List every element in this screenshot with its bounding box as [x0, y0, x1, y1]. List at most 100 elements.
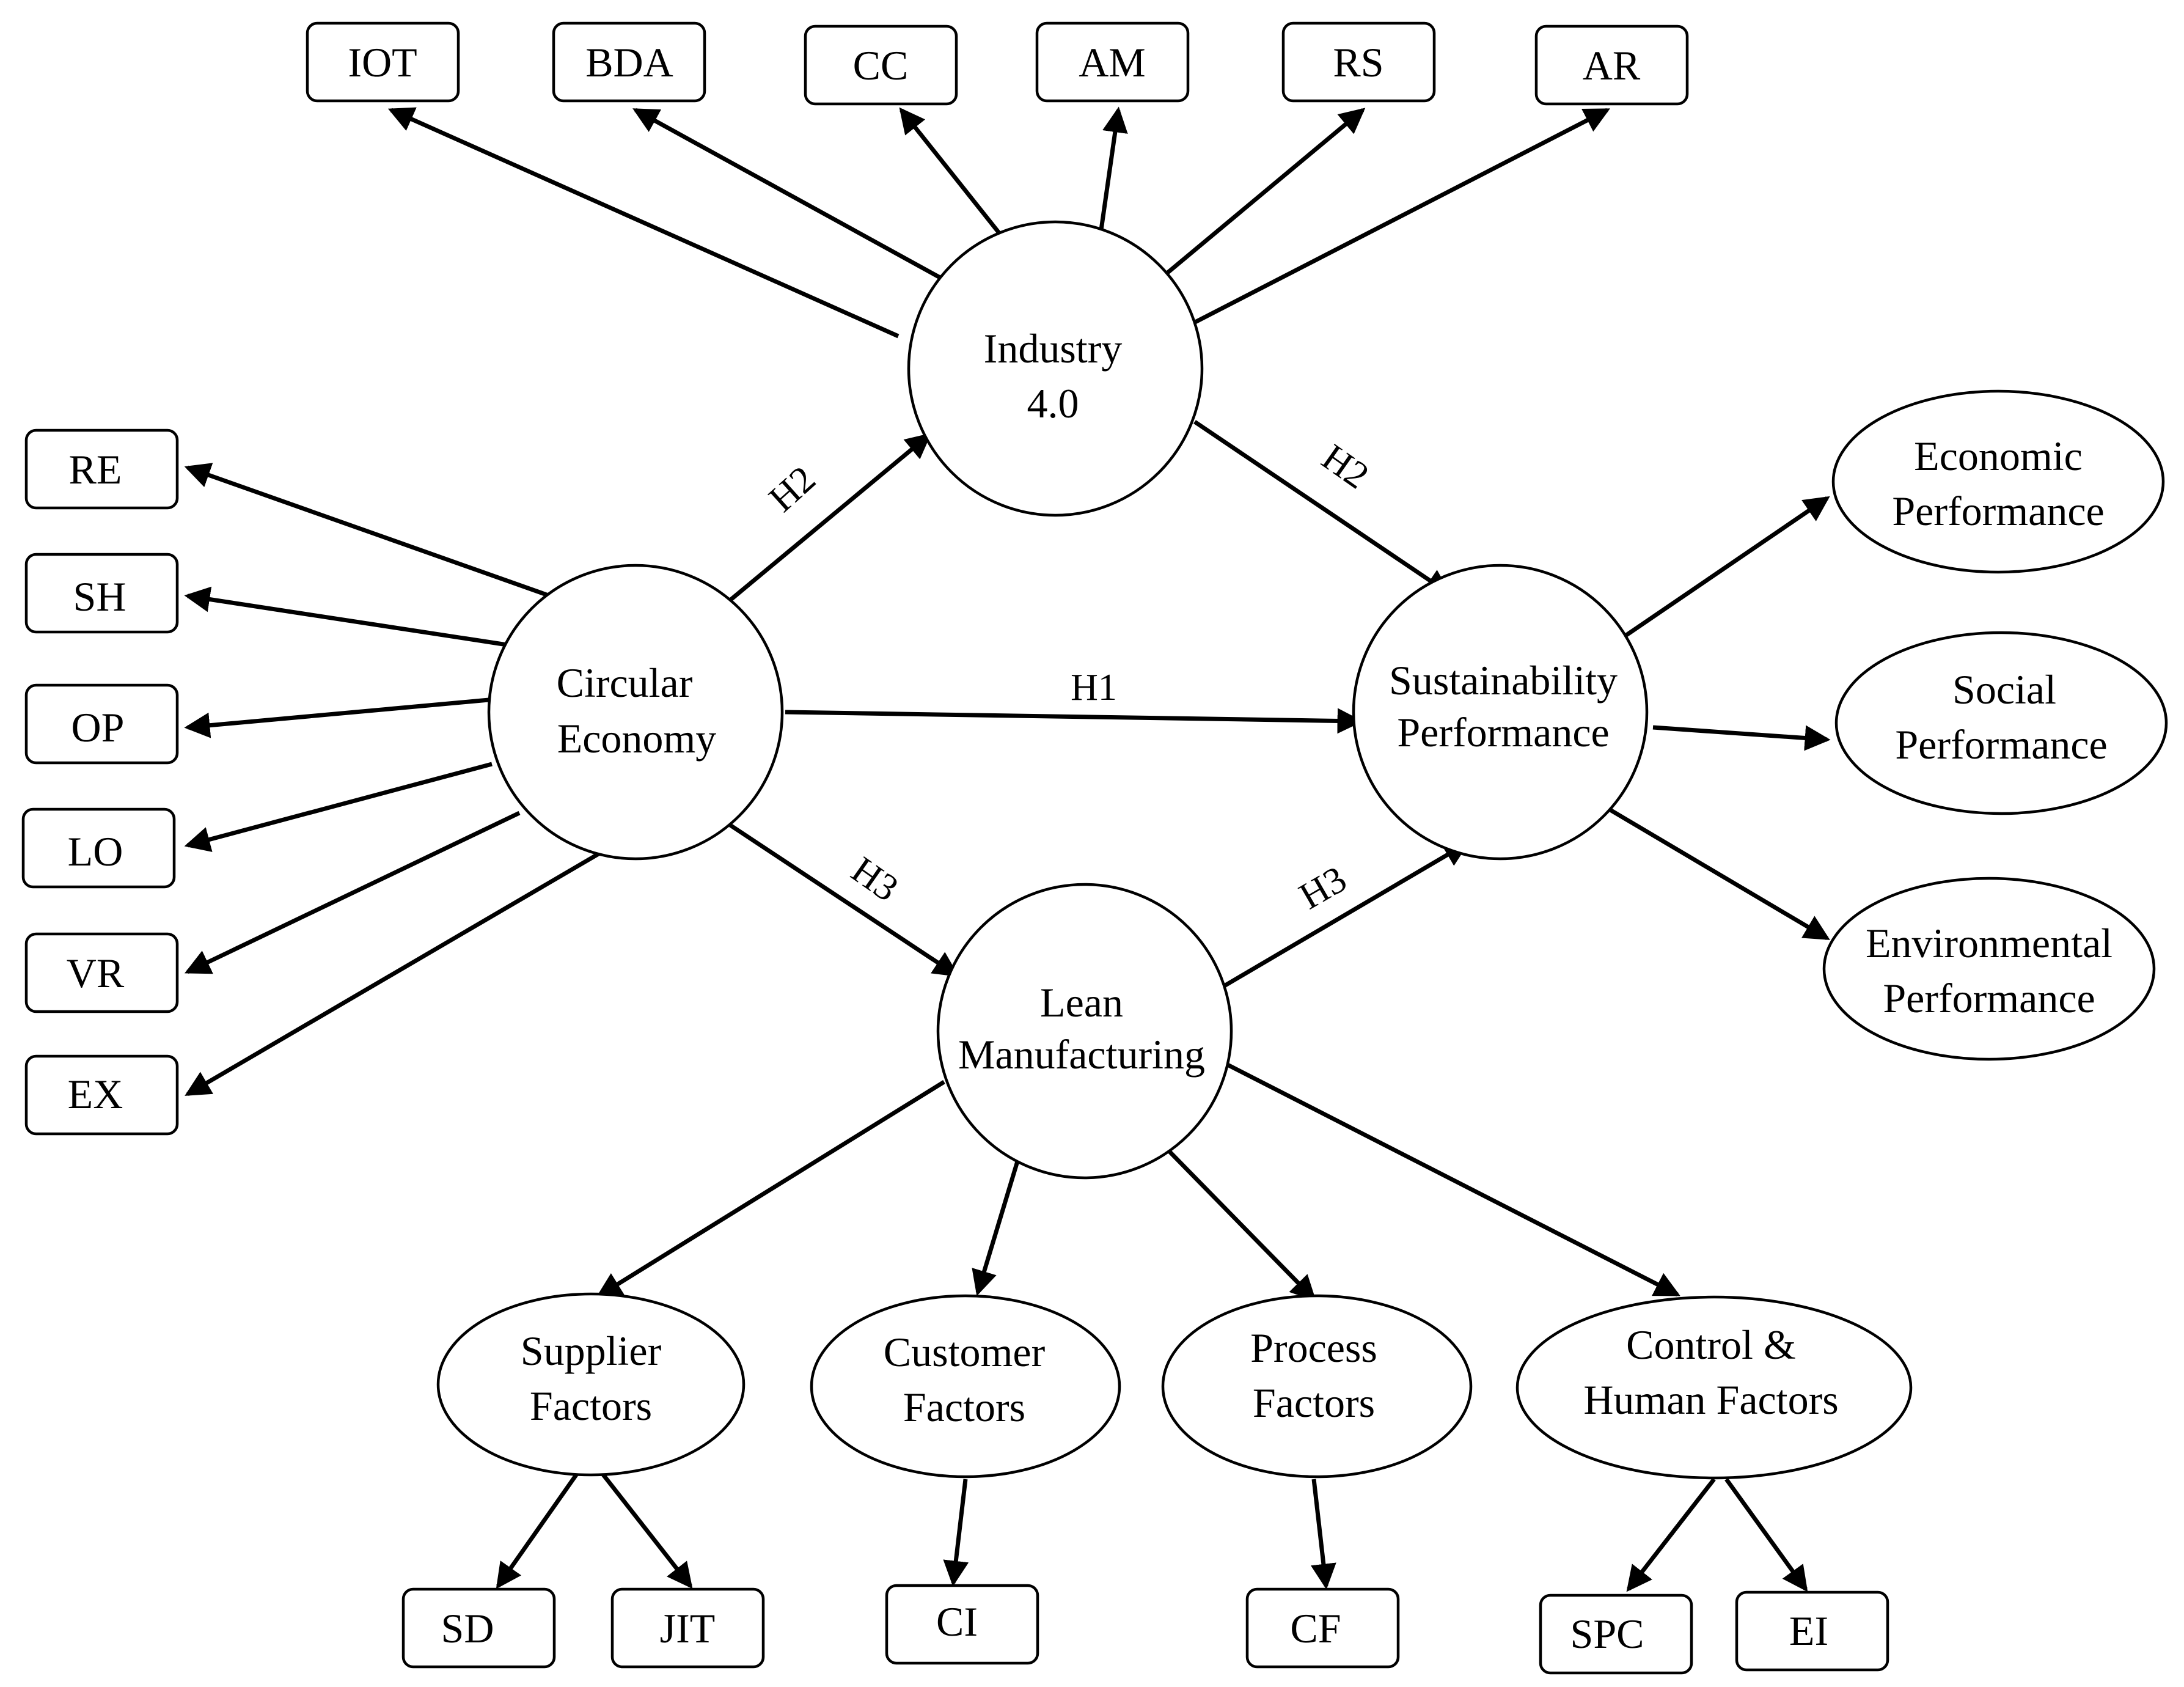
node-circular-line1: Circular — [557, 660, 693, 706]
node-supplier: Supplier Factors — [436, 1292, 746, 1477]
edge-circular-to-sustain — [785, 708, 1363, 734]
node-social-line2: Performance — [1895, 721, 2107, 768]
node-lean: Lean Manufacturing — [936, 883, 1233, 1180]
hypothesis-label-h3-ce-lm: H3 — [844, 849, 906, 910]
box-ei-label: EI — [1789, 1608, 1828, 1654]
hypothesis-label-h1: H1 — [1071, 667, 1117, 708]
edge-sustain-to-economic — [1624, 496, 1830, 638]
node-sustain: Sustainability Performance — [1352, 564, 1649, 861]
node-supplier-line2: Factors — [530, 1383, 652, 1429]
edge-industry-to-cc — [899, 107, 1010, 246]
node-industry-line2: 4.0 — [1027, 380, 1079, 427]
box-ar-label: AR — [1583, 42, 1641, 89]
edge-industry-to-ar — [1190, 108, 1610, 326]
box-am-label: AM — [1079, 39, 1146, 86]
box-lo: LO — [21, 807, 176, 889]
node-economic: Economic Performance — [1831, 389, 2165, 574]
edge-circular-to-industry — [722, 433, 932, 607]
node-process-line1: Process — [1250, 1325, 1377, 1371]
box-ei: EI — [1735, 1590, 1889, 1672]
edge-sustain-to-social — [1652, 725, 1831, 751]
box-lo-label: LO — [68, 828, 123, 875]
box-ex-label: EX — [68, 1071, 123, 1117]
box-cf-label: CF — [1290, 1605, 1341, 1652]
node-economic-line1: Economic — [1914, 433, 2083, 479]
edge-lean-to-control — [1224, 1061, 1680, 1297]
edge-lean-to-supplier — [596, 1080, 945, 1298]
edge-sustain-to-environmental — [1609, 807, 1830, 941]
node-environmental-line1: Environmental — [1866, 920, 2113, 966]
box-re-label: RE — [69, 446, 122, 493]
node-industry: Industry 4.0 — [907, 220, 1204, 517]
edge-control-to-spc — [1626, 1477, 1716, 1592]
edge-lean-to-customer — [972, 1160, 1020, 1296]
hypothesis-label-h2-ce-i4: H2 — [761, 458, 824, 520]
edge-supplier-to-jit — [600, 1471, 693, 1589]
node-customer-line1: Customer — [884, 1329, 1046, 1375]
edge-circular-to-vr — [184, 810, 521, 974]
edge-process-to-cf — [1311, 1479, 1336, 1590]
edge-customer-to-ci — [943, 1479, 969, 1587]
box-spc-label: SPC — [1570, 1611, 1644, 1657]
node-environmental-line2: Performance — [1883, 975, 2095, 1021]
box-sh: SH — [24, 553, 179, 634]
node-circular: Circular Economy — [487, 564, 784, 861]
edges — [184, 106, 1831, 1592]
node-sustain-line1: Sustainability — [1389, 657, 1618, 704]
node-process: Process Factors — [1161, 1294, 1473, 1479]
node-lean-line1: Lean — [1040, 979, 1123, 1026]
box-bda-label: BDA — [585, 39, 673, 86]
node-control-line2: Human Factors — [1583, 1376, 1838, 1423]
node-economic-line2: Performance — [1892, 488, 2104, 534]
node-social-line1: Social — [1952, 666, 2056, 713]
box-op: OP — [24, 683, 179, 765]
edge-circular-to-re — [184, 463, 563, 603]
node-industry-line1: Industry — [984, 325, 1123, 372]
box-iot-label: IOT — [348, 39, 417, 86]
box-am: AM — [1035, 21, 1190, 103]
node-environmental: Environmental Performance — [1822, 877, 2156, 1061]
hypothesis-label-h2-i4-sp: H2 — [1314, 436, 1376, 497]
box-cc-label: CC — [853, 42, 909, 89]
box-sh-label: SH — [73, 573, 126, 620]
edge-industry-to-am — [1097, 106, 1128, 239]
box-jit: JIT — [610, 1587, 765, 1669]
hypothesis-label-h3-lm-sp: H3 — [1292, 858, 1354, 917]
box-ex: EX — [24, 1054, 179, 1136]
box-bda: BDA — [552, 21, 706, 103]
node-customer: Customer Factors — [810, 1294, 1121, 1479]
box-vr-label: VR — [67, 950, 125, 996]
edge-industry-to-sustain — [1193, 420, 1451, 595]
box-cf: CF — [1245, 1587, 1400, 1669]
box-cc: CC — [804, 24, 958, 106]
node-control-line1: Control & — [1626, 1321, 1796, 1368]
edge-lean-to-process — [1162, 1144, 1316, 1301]
box-spc: SPC — [1539, 1593, 1693, 1675]
box-sd: SD — [401, 1587, 556, 1669]
box-jit-label: JIT — [660, 1605, 716, 1652]
edge-lean-to-sustain — [1221, 841, 1470, 990]
box-ar: AR — [1534, 24, 1689, 106]
edge-control-to-ei — [1724, 1477, 1808, 1592]
box-op-label: OP — [71, 704, 125, 751]
edge-industry-to-rs — [1159, 108, 1366, 280]
edge-circular-to-op — [184, 697, 489, 738]
node-supplier-line1: Supplier — [521, 1328, 662, 1374]
box-iot: IOT — [306, 21, 460, 103]
edge-circular-to-lo — [184, 762, 493, 852]
edge-industry-to-bda — [632, 108, 942, 281]
edge-industry-to-iot — [387, 107, 900, 339]
edge-circular-to-sh — [184, 586, 508, 647]
box-ci-label: CI — [936, 1598, 978, 1645]
edge-circular-to-ex — [185, 844, 612, 1097]
node-customer-line2: Factors — [903, 1384, 1025, 1430]
box-re: RE — [24, 428, 179, 510]
box-sd-label: SD — [441, 1605, 494, 1652]
node-control: Control & Human Factors — [1515, 1295, 1913, 1480]
node-circular-line2: Economy — [557, 715, 717, 762]
node-social: Social Performance — [1834, 631, 2168, 815]
edge-circular-to-lean — [729, 823, 959, 977]
box-rs: RS — [1281, 21, 1436, 103]
node-sustain-line2: Performance — [1397, 709, 1609, 755]
